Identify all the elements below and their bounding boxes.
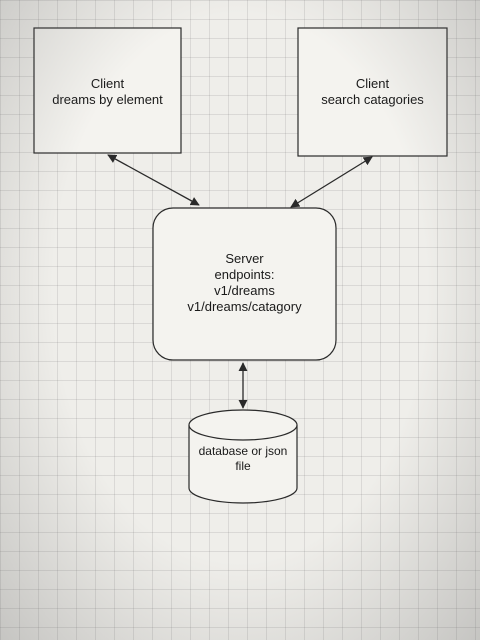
- connector-client-right-server[interactable]: [290, 156, 373, 208]
- database-line-2: file: [235, 459, 251, 473]
- server-title: Server: [225, 251, 264, 266]
- database-cylinder[interactable]: [188, 409, 298, 504]
- server-box[interactable]: [152, 207, 337, 361]
- client-right-subtitle: search catagories: [321, 92, 424, 107]
- server-endpoint-dreams: v1/dreams: [214, 283, 275, 298]
- client-left-subtitle: dreams by element: [52, 92, 163, 107]
- client-right-label: Client search catagories: [298, 76, 447, 108]
- client-left-label: Client dreams by element: [34, 76, 181, 108]
- server-label: Server endpoints: v1/dreams v1/dreams/ca…: [153, 251, 336, 315]
- client-right-title: Client: [355, 76, 390, 91]
- server-endpoint-catagory: v1/dreams/catagory: [187, 299, 302, 314]
- client-right-box[interactable]: [297, 27, 448, 157]
- client-left-title: Client: [90, 76, 125, 91]
- connector-client-left-server[interactable]: [107, 154, 200, 206]
- database-label: database or json file: [186, 444, 300, 474]
- database-line-1: database or json: [198, 444, 288, 458]
- client-left-box[interactable]: [33, 27, 182, 154]
- server-endpoints-heading: endpoints:: [214, 267, 275, 282]
